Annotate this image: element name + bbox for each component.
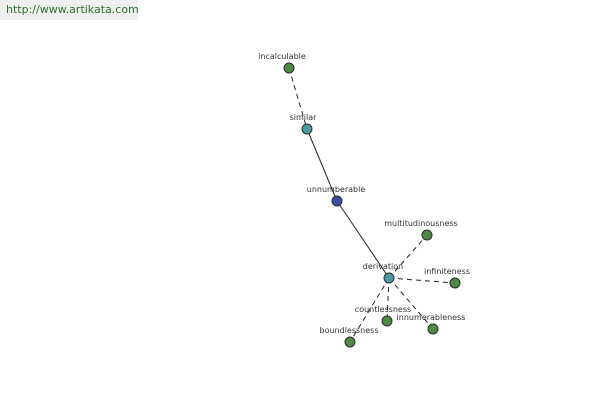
node-label-incalculable: incalculable — [258, 52, 306, 61]
node-dot-boundlessness[interactable] — [344, 336, 356, 348]
edge-similar-unnumberable — [306, 128, 338, 202]
node-label-infiniteness: infiniteness — [424, 267, 470, 276]
edge-derivation-innumerableness — [388, 277, 434, 330]
edge-layer — [288, 67, 456, 343]
edge-derivation-multitudinousness — [388, 234, 428, 279]
node-label-countlessness: countlessness — [355, 305, 411, 314]
node-dot-incalculable[interactable] — [283, 62, 295, 74]
source-url-link[interactable]: http://www.artikata.com — [0, 0, 139, 20]
node-label-derivation: derivation — [363, 262, 403, 271]
node-similar[interactable]: similar — [290, 113, 318, 135]
node-dot-innumerableness[interactable] — [427, 323, 439, 335]
node-dot-derivation[interactable] — [383, 272, 395, 284]
node-unnumberable[interactable]: unnumberable — [307, 185, 366, 207]
node-layer: incalculable similar unnumberable multitudi… — [258, 52, 470, 348]
node-label-similar: similar — [290, 113, 318, 122]
node-label-boundlessness: boundlessness — [320, 326, 379, 335]
node-boundlessness[interactable]: boundlessness — [320, 326, 379, 348]
node-innumerableness[interactable]: innumerableness — [397, 313, 466, 335]
node-label-multitudinousness: multitudinousness — [384, 219, 457, 228]
node-dot-similar[interactable] — [301, 123, 313, 135]
edge-derivation-countlessness — [386, 277, 390, 322]
node-incalculable[interactable]: incalculable — [258, 52, 306, 74]
edge-unnumberable-derivation — [336, 200, 390, 279]
edge-derivation-infiniteness — [388, 277, 456, 284]
node-multitudinousness[interactable]: multitudinousness — [384, 219, 458, 241]
node-dot-unnumberable[interactable] — [331, 195, 343, 207]
edge-incalculable-similar — [288, 67, 308, 130]
node-infiniteness[interactable]: infiniteness — [424, 267, 470, 289]
node-derivation[interactable]: derivation — [363, 262, 403, 284]
node-dot-countlessness[interactable] — [381, 315, 393, 327]
node-dot-multitudinousness[interactable] — [421, 229, 433, 241]
node-dot-infiniteness[interactable] — [449, 277, 461, 289]
node-label-unnumberable: unnumberable — [307, 185, 366, 194]
node-label-innumerableness: innumerableness — [397, 313, 466, 322]
node-countlessness[interactable]: countlessness — [355, 305, 411, 327]
edge-derivation-boundlessness — [349, 277, 390, 343]
